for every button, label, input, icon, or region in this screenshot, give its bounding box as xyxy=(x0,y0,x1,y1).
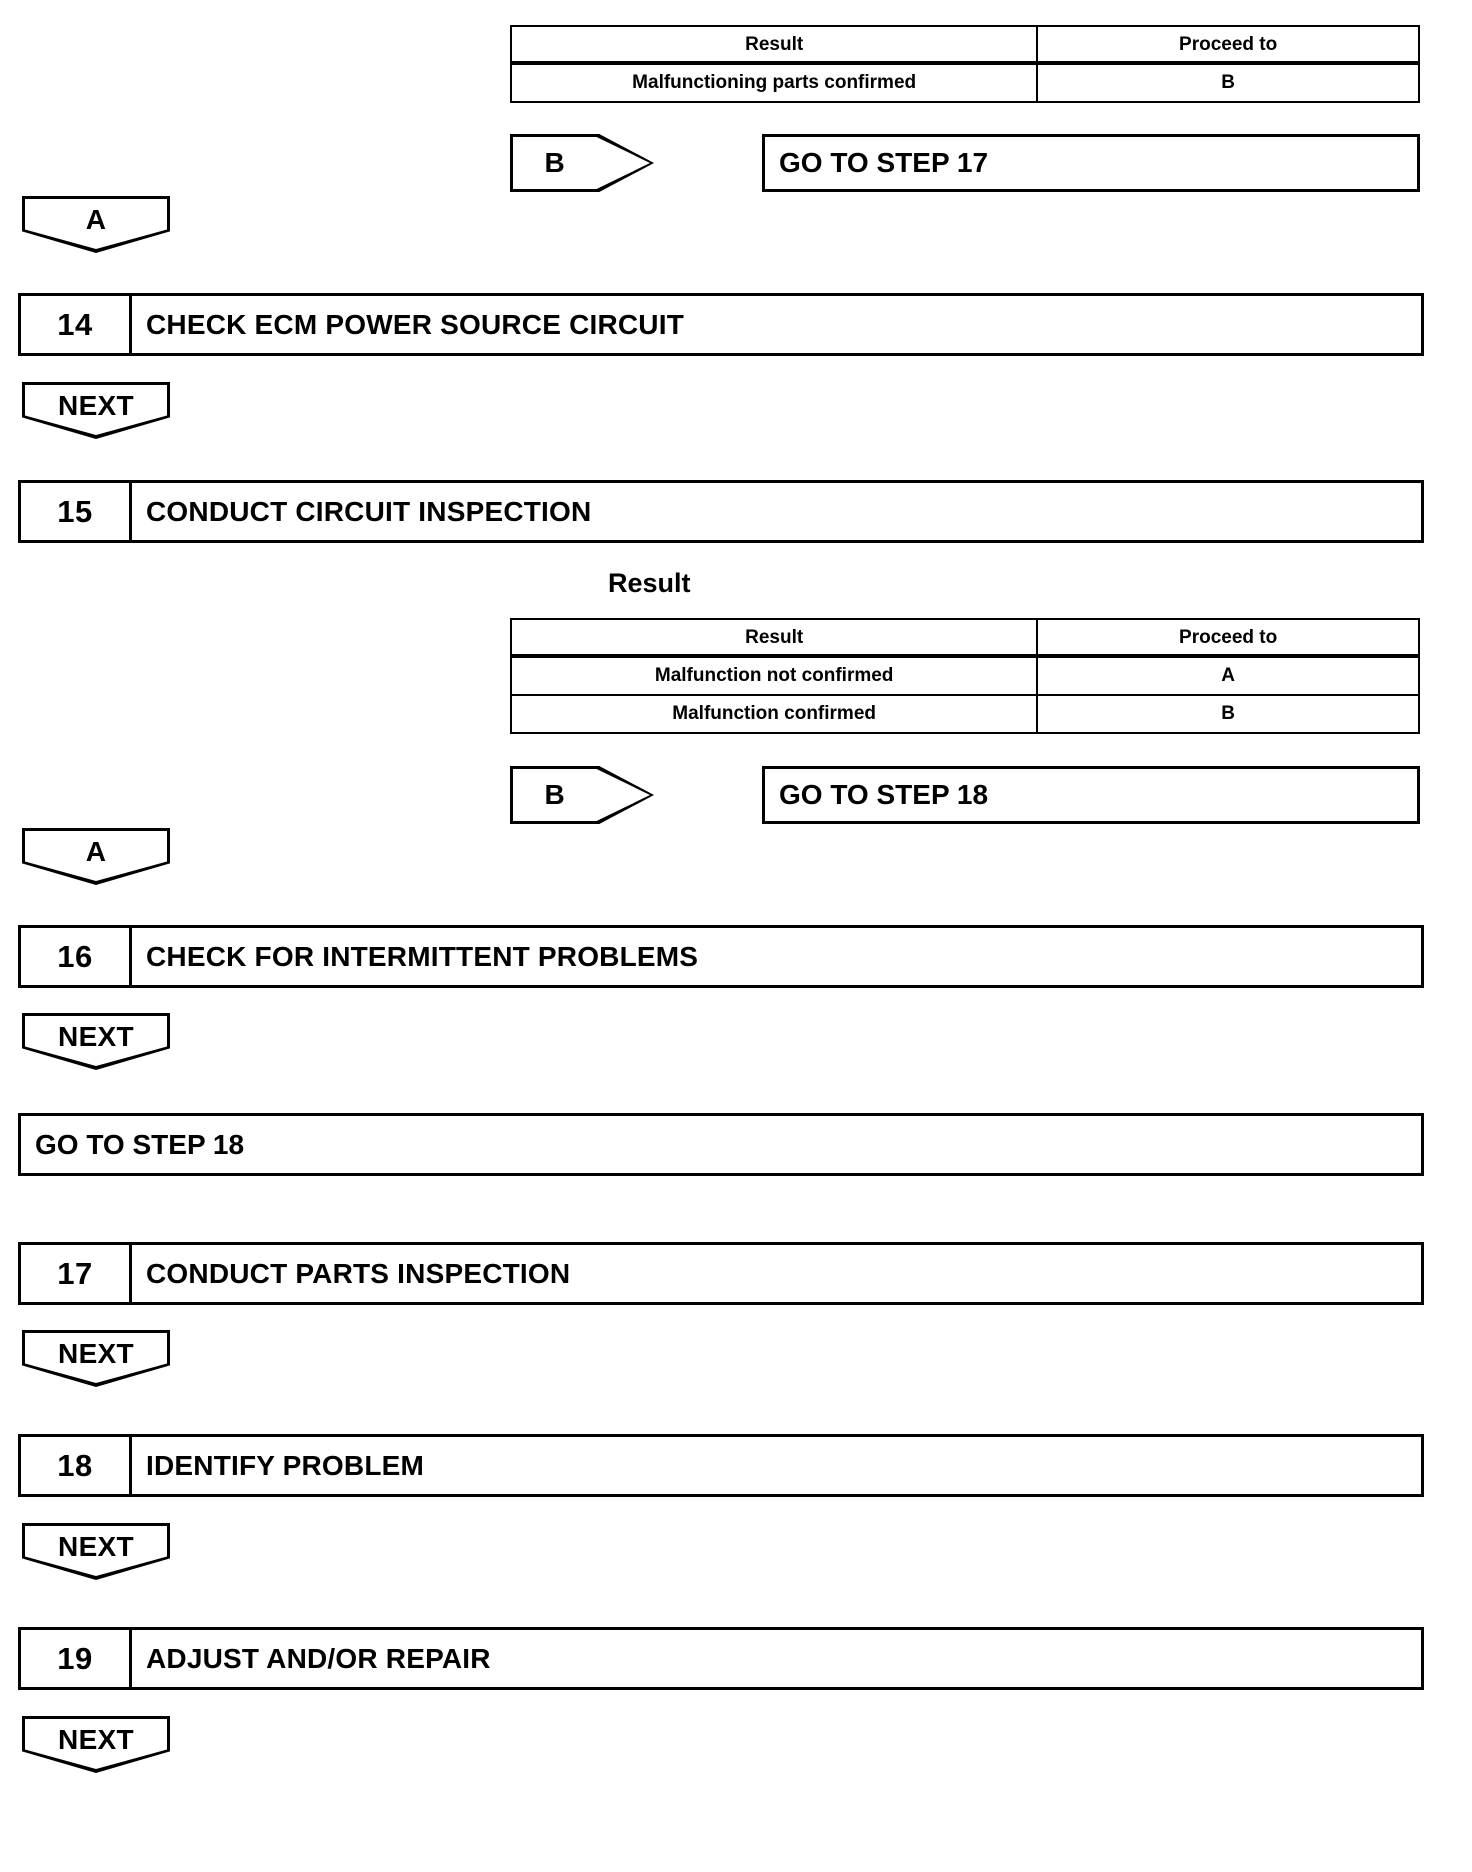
result-caption: Result xyxy=(608,568,691,598)
connector-next-4-label: NEXT xyxy=(58,1531,134,1562)
connector-next-3[interactable]: NEXT xyxy=(22,1330,170,1387)
cell-proceed-to: A xyxy=(1036,656,1420,696)
cell-proceed-to: B xyxy=(1036,694,1420,734)
cell-result: Malfunction confirmed xyxy=(509,694,1039,734)
step-row-18[interactable]: 18 IDENTIFY PROBLEM xyxy=(18,1434,1424,1497)
step-title-18: IDENTIFY PROBLEM xyxy=(146,1449,425,1481)
table-header-row: Result Proceed to xyxy=(509,25,1420,65)
result-table-1: Result Proceed to Malfunctioning parts c… xyxy=(509,25,1420,103)
connector-a-1[interactable]: A xyxy=(22,196,170,253)
goto-step-18-branch-box[interactable]: GO TO STEP 18 xyxy=(762,766,1420,824)
connector-next-1-label: NEXT xyxy=(58,390,134,421)
connector-next-2-label: NEXT xyxy=(58,1021,134,1052)
goto-step-17-label: GO TO STEP 17 xyxy=(779,147,989,178)
step-row-17[interactable]: 17 CONDUCT PARTS INSPECTION xyxy=(18,1242,1424,1305)
connector-b-arrow-2-label: B xyxy=(544,779,565,810)
connector-b-arrow-1[interactable]: B xyxy=(510,134,654,192)
step-title-14: CHECK ECM POWER SOURCE CIRCUIT xyxy=(146,308,685,340)
table-row: Malfunction confirmed B xyxy=(509,694,1420,734)
connector-b-arrow-2[interactable]: B xyxy=(510,766,654,824)
column-header-result: Result xyxy=(509,618,1039,658)
step-title-15: CONDUCT CIRCUIT INSPECTION xyxy=(146,495,592,527)
step-row-19[interactable]: 19 ADJUST AND/OR REPAIR xyxy=(18,1627,1424,1690)
cell-result: Malfunction not confirmed xyxy=(509,656,1039,696)
step-title-16: CHECK FOR INTERMITTENT PROBLEMS xyxy=(146,940,699,972)
goto-step-18-branch-label: GO TO STEP 18 xyxy=(779,779,989,810)
result-table-2: Result Proceed to Malfunction not confir… xyxy=(509,618,1420,734)
step-row-14[interactable]: 14 CHECK ECM POWER SOURCE CIRCUIT xyxy=(18,293,1424,356)
step-number-16: 16 xyxy=(21,928,132,985)
connector-a-2-label: A xyxy=(85,836,107,867)
table-row: Malfunctioning parts confirmed B xyxy=(509,63,1420,103)
connector-b-arrow-1-label: B xyxy=(544,147,565,178)
step-number-18: 18 xyxy=(21,1437,132,1494)
connector-a-2[interactable]: A xyxy=(22,828,170,885)
connector-next-5[interactable]: NEXT xyxy=(22,1716,170,1773)
table-header-row: Result Proceed to xyxy=(509,618,1420,658)
table-row: Malfunction not confirmed A xyxy=(509,656,1420,696)
cell-result: Malfunctioning parts confirmed xyxy=(509,63,1039,103)
step-number-15: 15 xyxy=(21,483,132,540)
step-number-14: 14 xyxy=(21,296,132,353)
connector-next-1[interactable]: NEXT xyxy=(22,382,170,439)
goto-step-18-main-box[interactable]: GO TO STEP 18 xyxy=(18,1113,1424,1176)
step-title-19: ADJUST AND/OR REPAIR xyxy=(146,1642,491,1674)
step-row-15[interactable]: 15 CONDUCT CIRCUIT INSPECTION xyxy=(18,480,1424,543)
connector-next-4[interactable]: NEXT xyxy=(22,1523,170,1580)
step-title-17: CONDUCT PARTS INSPECTION xyxy=(146,1257,571,1289)
goto-step-18-main-label: GO TO STEP 18 xyxy=(35,1128,245,1160)
column-header-result: Result xyxy=(509,25,1039,65)
step-number-17: 17 xyxy=(21,1245,132,1302)
cell-proceed-to: B xyxy=(1036,63,1420,103)
connector-next-3-label: NEXT xyxy=(58,1338,134,1369)
connector-next-5-label: NEXT xyxy=(58,1724,134,1755)
connector-a-1-label: A xyxy=(85,204,107,235)
step-number-19: 19 xyxy=(21,1630,132,1687)
column-header-proceed-to: Proceed to xyxy=(1036,618,1420,658)
column-header-proceed-to: Proceed to xyxy=(1036,25,1420,65)
connector-next-2[interactable]: NEXT xyxy=(22,1013,170,1070)
step-row-16[interactable]: 16 CHECK FOR INTERMITTENT PROBLEMS xyxy=(18,925,1424,988)
goto-step-17-box[interactable]: GO TO STEP 17 xyxy=(762,134,1420,192)
